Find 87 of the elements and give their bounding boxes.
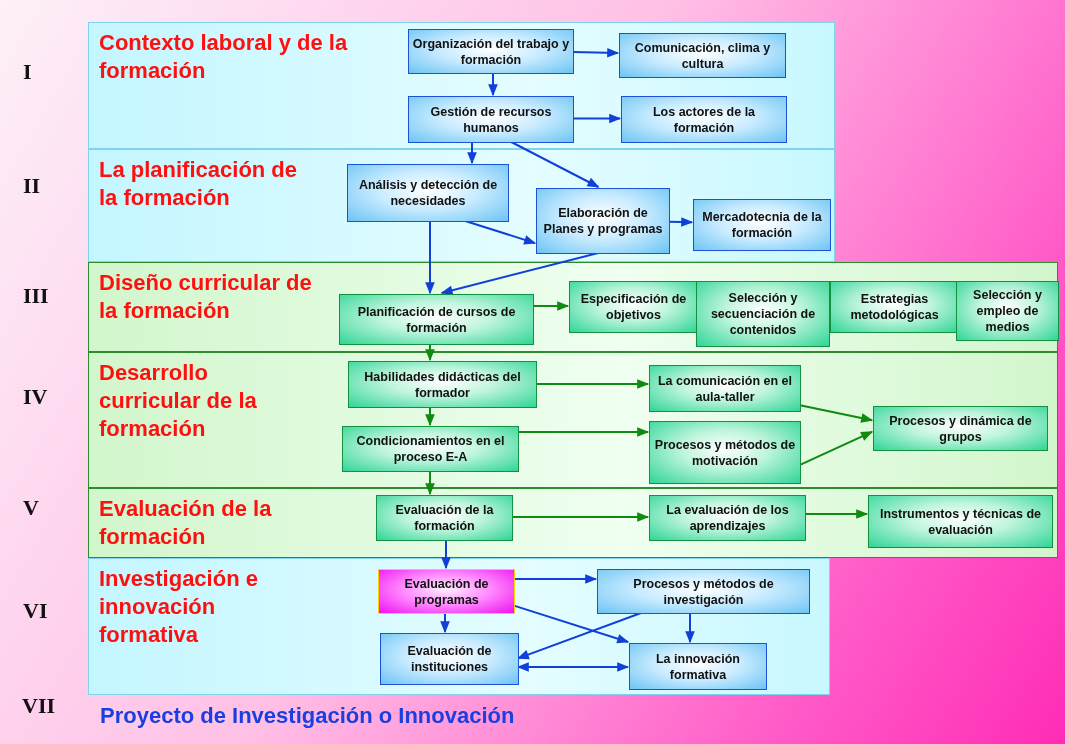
arrow <box>513 574 598 584</box>
topic-box <box>649 421 801 484</box>
topic-text: Estrategias metodológicas <box>849 291 940 323</box>
section-heading: Desarrollo curricular de la formación <box>99 359 258 443</box>
topic-text: Elaboración de Planes y programas <box>542 205 664 237</box>
arrow <box>441 539 451 570</box>
topic-box <box>597 569 810 614</box>
topic-box <box>830 281 959 333</box>
section-heading: Contexto laboral y de la formación <box>99 29 349 85</box>
arrow <box>425 406 435 427</box>
section-numeral: II <box>23 173 41 199</box>
topic-text: Procesos y métodos de motivación <box>653 436 797 469</box>
arrow <box>467 141 477 165</box>
arrow <box>440 612 450 634</box>
section-numeral: IV <box>23 384 48 410</box>
topic-text: Procesos y métodos de investigación <box>632 575 775 608</box>
topic-text: Planificación de cursos de formación <box>356 303 517 336</box>
arrow <box>511 512 650 522</box>
topic-box <box>380 633 519 685</box>
topic-box <box>956 281 1059 341</box>
arrow <box>516 612 642 660</box>
section-numeral: I <box>23 59 32 85</box>
topic-box <box>569 281 698 333</box>
arrow <box>464 220 537 245</box>
section-heading: Investigación e innovación formativa <box>99 565 259 649</box>
topic-text: La comunicación en el aula-taller <box>656 372 794 405</box>
arrow <box>425 470 435 496</box>
arrow <box>425 343 435 362</box>
section-numeral: V <box>23 495 39 521</box>
arrow <box>488 72 498 97</box>
topic-text: Evaluación de programas <box>403 575 490 608</box>
arrow <box>685 612 695 644</box>
topic-text: Comunicación, clima y cultura <box>633 39 772 72</box>
topic-text: Procesos y dinámica de grupos <box>888 412 1033 445</box>
topic-box <box>693 199 831 251</box>
arrow <box>668 217 694 227</box>
topic-box <box>347 164 509 222</box>
arrow <box>513 604 630 644</box>
topic-box <box>408 29 574 74</box>
arrow <box>532 301 570 311</box>
topic-box <box>629 643 767 690</box>
topic-box <box>621 96 787 143</box>
section-heading: La planificación de la formación <box>99 156 299 212</box>
topic-text: Selección y secuenciación de contenidos <box>709 290 817 338</box>
section-heading: Evaluación de la formación <box>99 495 273 551</box>
section-heading: Diseño curricular de la formación <box>99 269 313 325</box>
section-numeral: VII <box>22 693 55 719</box>
topic-box <box>376 495 513 541</box>
topic-box <box>649 495 806 541</box>
topic-box <box>378 569 515 614</box>
arrow <box>516 662 630 672</box>
topic-text: Selección y empleo de medios <box>972 287 1043 335</box>
arrow <box>572 113 622 124</box>
section-numeral: III <box>23 283 49 309</box>
topic-box <box>696 281 830 347</box>
arrow <box>517 427 650 437</box>
arrow <box>535 379 650 389</box>
topic-text: Evaluación de instituciones <box>406 643 493 675</box>
topic-text: La innovación formativa <box>654 650 741 683</box>
section-numeral: VI <box>23 598 48 624</box>
topic-box <box>348 361 537 408</box>
topic-box <box>339 294 534 345</box>
topic-text: Análisis y detección de necesidades <box>357 177 499 209</box>
topic-text: Condicionamientos en el proceso E-A <box>355 433 506 465</box>
topic-text: Habilidades didácticas del formador <box>363 368 522 401</box>
topic-text: Evaluación de la formación <box>394 502 495 534</box>
topic-text: Especificación de objetivos <box>579 291 688 323</box>
topic-text: La evaluación de los aprendizajes <box>665 502 790 534</box>
topic-box <box>868 495 1053 548</box>
topic-box <box>619 33 786 78</box>
topic-box <box>342 426 519 472</box>
arrow <box>572 47 620 58</box>
topic-box <box>873 406 1048 451</box>
topic-text: Instrumentos y técnicas de evaluación <box>878 505 1043 538</box>
topic-text: Mercadotecnia de la formación <box>701 209 823 241</box>
arrow <box>799 430 874 466</box>
topic-text: Los actores de la formación <box>651 103 757 136</box>
topic-box <box>649 365 801 412</box>
arrow <box>425 220 435 295</box>
arrow <box>804 509 869 519</box>
topic-box <box>408 96 574 143</box>
arrow <box>799 404 874 423</box>
topic-text: Gestión de recursos humanos <box>429 103 553 136</box>
topic-text: Organización del trabajo y formación <box>412 35 570 68</box>
footer-title: Proyecto de Investigación o Innovación <box>100 703 515 729</box>
arrow <box>510 141 600 188</box>
topic-box <box>536 188 670 254</box>
